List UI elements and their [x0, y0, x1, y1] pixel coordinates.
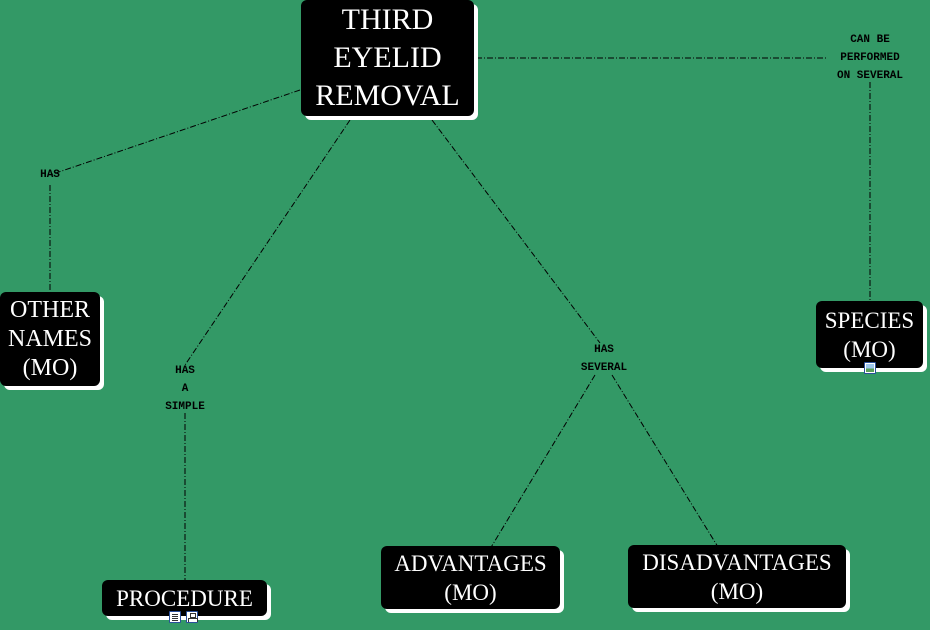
concept-label-line: (MO)	[843, 336, 896, 362]
link-label-line: ON SEVERAL	[836, 70, 903, 82]
link-label-line: HAS	[40, 169, 60, 181]
link-label-has[interactable]: HAS	[30, 166, 70, 184]
connector-main-to-has-a-simple	[184, 119, 351, 366]
concept-label-line: REMOVAL	[315, 79, 460, 112]
document-icon[interactable]	[169, 611, 181, 623]
concept-label-line: ADVANTAGES	[394, 550, 547, 576]
link-label-line: SIMPLE	[165, 401, 205, 413]
concept-disadvantages[interactable]: DISADVANTAGES (MO)	[628, 545, 846, 608]
concept-species[interactable]: SPECIES (MO)	[816, 301, 923, 368]
link-label-line: HAS	[594, 344, 614, 356]
concept-label-line: (MO)	[444, 579, 497, 605]
concept-label-line: DISADVANTAGES	[642, 549, 832, 575]
link-label-line: PERFORMED	[840, 52, 900, 64]
concept-label-line: NAMES	[7, 325, 92, 352]
link-label-line: A	[181, 383, 189, 395]
link-label-can-be-performed[interactable]: CAN BE PERFORMED ON SEVERAL	[820, 31, 920, 85]
image-icon[interactable]	[864, 362, 876, 374]
concept-procedure[interactable]: PROCEDURE	[102, 580, 267, 616]
link-label-has-a-simple[interactable]: HAS A SIMPLE	[150, 362, 220, 416]
concept-label-line: PROCEDURE	[116, 585, 253, 611]
connector-main-to-has-several	[431, 119, 601, 344]
concept-label-line: EYELID	[333, 41, 442, 74]
concept-label-line: OTHER	[10, 296, 90, 323]
connector-main-to-has	[49, 89, 301, 176]
link-label-line: CAN BE	[850, 34, 890, 46]
concept-map-icon[interactable]	[186, 611, 198, 623]
connector-has-several-to-advantages	[489, 374, 596, 550]
connector-has-several-to-disadvantages	[611, 374, 719, 548]
concept-label-line: (MO)	[710, 578, 764, 604]
concept-label-line: SPECIES	[824, 307, 915, 333]
link-label-line: SEVERAL	[580, 362, 628, 374]
concept-advantages[interactable]: ADVANTAGES (MO)	[381, 546, 560, 609]
concept-label-line: (MO)	[22, 354, 78, 381]
link-label-line: HAS	[175, 365, 195, 377]
concept-label-line: THIRD	[341, 3, 434, 36]
link-label-has-several[interactable]: HAS SEVERAL	[565, 341, 643, 377]
concept-third-eyelid-removal[interactable]: THIRD EYELID REMOVAL	[301, 0, 474, 116]
concept-other-names[interactable]: OTHER NAMES (MO)	[0, 292, 100, 386]
